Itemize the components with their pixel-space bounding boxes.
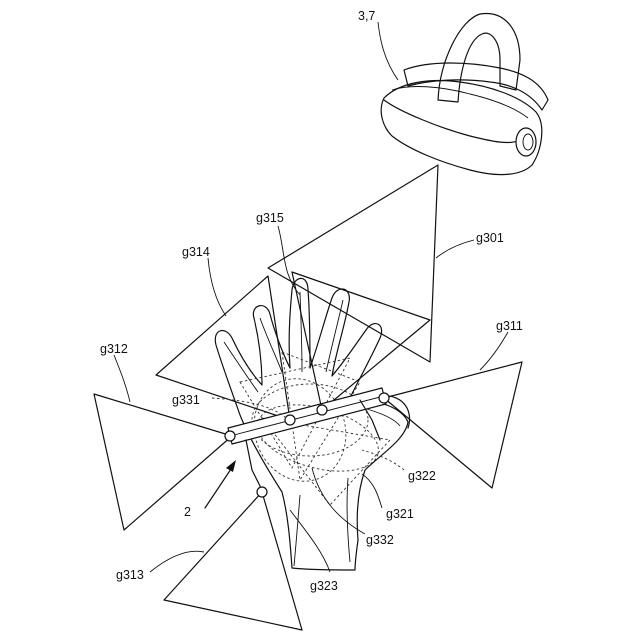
label-device: 2 [184, 505, 191, 519]
sensor-right [379, 393, 389, 403]
headset-front-face [384, 100, 520, 143]
headset-face-cushion [392, 87, 528, 118]
labels: 3,7 g315 g301 g314 g311 g312 g331 g322 g… [100, 9, 523, 593]
wrist-line-right [347, 478, 350, 562]
cone-g315 [292, 272, 430, 410]
leader-g321 [362, 474, 382, 508]
leader-headset [378, 22, 398, 80]
cone-g312 [94, 394, 232, 530]
device-arrow-line [205, 466, 233, 508]
label-g331: g331 [172, 393, 200, 407]
leader-g311 [480, 332, 508, 370]
cone-g311 [384, 362, 522, 488]
label-g312: g312 [100, 342, 128, 356]
label-headset: 3,7 [358, 9, 375, 23]
leader-g301 [436, 240, 474, 258]
sensor-center-1 [285, 415, 295, 425]
label-g323: g323 [310, 579, 338, 593]
sensor-center-2 [317, 405, 327, 415]
label-g314: g314 [182, 245, 210, 259]
headset-body [381, 81, 542, 175]
sensor-cones [94, 165, 522, 630]
leader-g313 [150, 551, 204, 572]
label-g313: g313 [116, 568, 144, 582]
leader-lines [114, 22, 508, 572]
label-g311: g311 [496, 319, 523, 333]
leader-g314 [208, 258, 226, 316]
label-g321: g321 [386, 507, 414, 521]
label-g322: g322 [408, 469, 436, 483]
label-g315: g315 [256, 211, 284, 225]
leader-g312 [114, 355, 130, 402]
label-g301: g301 [476, 231, 504, 245]
sensor-left [225, 431, 235, 441]
headset-top-strap [438, 13, 520, 102]
label-g332: g332 [366, 533, 394, 547]
strap-left [246, 440, 262, 490]
device-arrow [205, 460, 236, 508]
cone-g301 [268, 165, 438, 362]
vr-headset [381, 13, 548, 174]
device-arrow-head [226, 460, 236, 472]
wrist-line-left [294, 495, 300, 566]
sensor-bottom [257, 487, 267, 497]
